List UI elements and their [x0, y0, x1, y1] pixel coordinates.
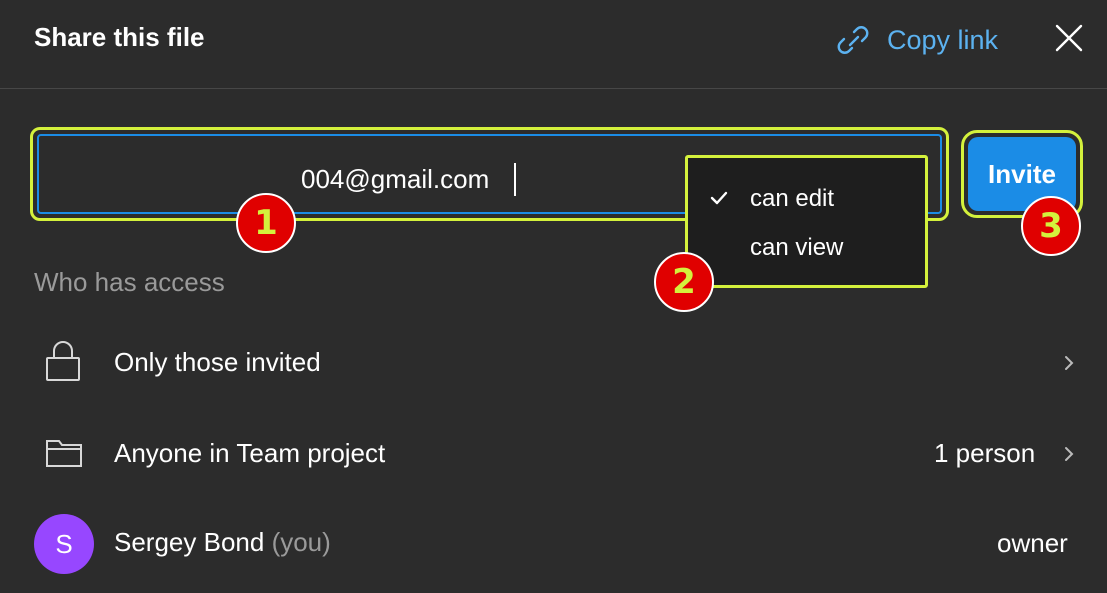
access-row-count: 1 person [934, 438, 1036, 468]
owner-role: owner [997, 528, 1068, 558]
access-row-owner: S Sergey Bond (you) owner [0, 500, 1107, 580]
access-row-only-invited[interactable]: Only those invited [0, 322, 1107, 402]
text-caret [514, 163, 516, 196]
dialog-title: Share this file [34, 22, 205, 52]
permission-dropdown: can edit can view [685, 155, 928, 288]
permission-option-label: can edit [750, 185, 835, 212]
access-row-team-project[interactable]: Anyone in Team project 1 person [0, 412, 1107, 492]
access-row-label: Only those invited [114, 347, 321, 377]
chevron-right-icon [1065, 356, 1074, 370]
access-row-label: Anyone in Team project [114, 438, 386, 468]
avatar: S [34, 514, 94, 574]
step-badge-3: 3 [1021, 196, 1081, 256]
close-icon[interactable] [1053, 22, 1085, 54]
owner-you-suffix: (you) [271, 527, 331, 557]
permission-option-label: can view [750, 234, 844, 261]
link-icon [837, 26, 869, 54]
step-badge-1: 1 [236, 193, 296, 253]
permission-option-can-edit[interactable]: can edit [688, 176, 925, 222]
permission-option-can-view[interactable]: can view [688, 225, 925, 271]
lock-icon [46, 341, 80, 381]
dialog-header: Share this file Copy link [0, 0, 1107, 89]
step-badge-2: 2 [654, 252, 714, 312]
copy-link-button[interactable]: Copy link [833, 20, 998, 60]
who-has-access-heading: Who has access [34, 267, 225, 297]
copy-link-label: Copy link [887, 24, 999, 55]
folder-icon [46, 440, 82, 467]
check-icon [710, 191, 728, 205]
chevron-right-icon [1065, 447, 1074, 461]
email-input-value: 004@gmail.com [301, 164, 490, 194]
owner-name-line: Sergey Bond (you) [114, 527, 331, 558]
owner-name: Sergey Bond [114, 527, 265, 557]
